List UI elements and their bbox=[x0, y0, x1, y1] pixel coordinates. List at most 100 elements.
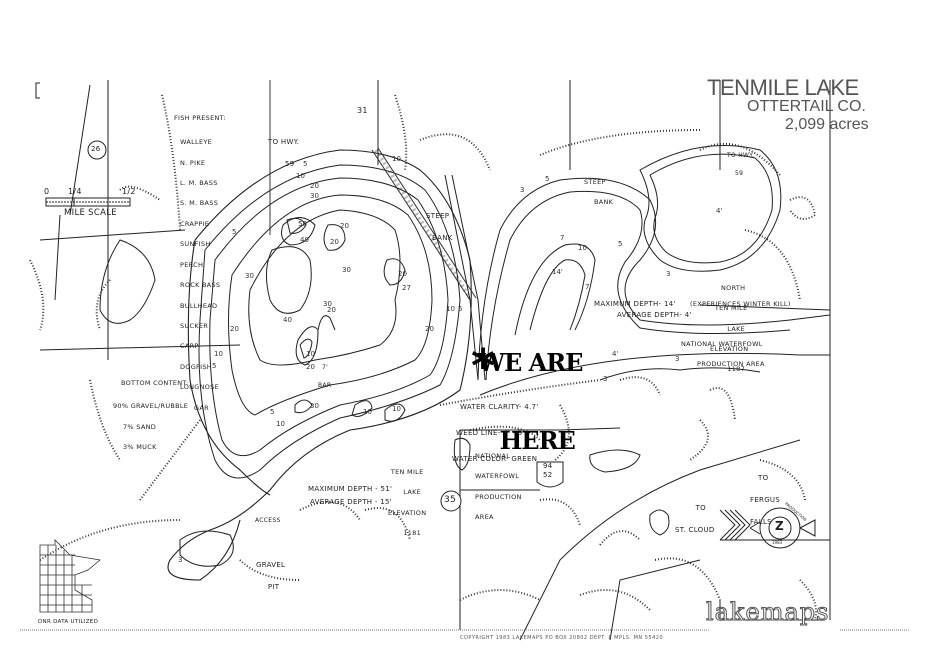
ten-mile-avg-depth: AVERAGE DEPTH - 15' bbox=[310, 498, 392, 506]
dnr-note: DNR DATA UTILIZED bbox=[38, 619, 99, 625]
depth-label: 3 bbox=[520, 186, 525, 194]
fish-species: N. PIKE bbox=[180, 158, 206, 167]
gravel-pit-label: GRAVEL PIT bbox=[256, 560, 286, 591]
depth-label: 4' bbox=[716, 207, 723, 215]
depth-label: 10 bbox=[392, 405, 401, 413]
us-52-label: 52 bbox=[543, 471, 553, 479]
map-title: TENMILE LAKE bbox=[707, 75, 859, 100]
scale-tick-quarter: 1/4 bbox=[68, 187, 82, 196]
minnesota-inset bbox=[39, 539, 101, 613]
depth-label: 20 bbox=[340, 222, 349, 230]
waterfowl-area-north: NATIONAL WATERFOWL PRODUCTION AREA bbox=[681, 339, 765, 369]
depth-label: 3 bbox=[178, 556, 183, 564]
ten-mile-max-depth: MAXIMUM DEPTH - 51' bbox=[308, 485, 393, 493]
to-st-cloud: TO ST. CLOUD bbox=[675, 503, 715, 534]
fish-species: LONGNOSE bbox=[180, 383, 220, 392]
depth-label: 10 bbox=[296, 172, 305, 180]
water-info: WATER CLARITY- 4.7' WEED LINE- 7' - 9' W… bbox=[452, 402, 539, 463]
to-hwy-59-east: TO HWY. 59 bbox=[727, 151, 755, 178]
depth-label: 5 bbox=[545, 175, 550, 183]
depth-label: 10 bbox=[392, 155, 401, 163]
access-label: ACCESS bbox=[255, 517, 281, 524]
fish-species: S. M. BASS bbox=[180, 199, 219, 208]
depth-label: 10 bbox=[306, 350, 315, 358]
depth-label: 30 bbox=[310, 192, 319, 200]
depth-label: 20 bbox=[310, 182, 319, 190]
steep-bank-north: STEEP BANK bbox=[584, 177, 614, 207]
depth-label: 20 bbox=[230, 325, 239, 333]
ten-mile-lake-label: TEN MILE LAKE ELEVATION 1181 bbox=[388, 467, 427, 537]
depth-label: 10 bbox=[214, 350, 223, 358]
depth-label: 10 bbox=[446, 305, 455, 313]
depth-label: 7 bbox=[585, 283, 590, 291]
fish-species: GAR bbox=[194, 403, 209, 412]
depth-label: 20 bbox=[306, 363, 315, 371]
north-lake-label: NORTH TEN MILE LAKE ELEVATION 1187 bbox=[710, 283, 749, 374]
map-acreage: 2,099 acres bbox=[785, 116, 869, 133]
scale-tick-0: 0 bbox=[44, 187, 50, 196]
depth-label: 5 bbox=[458, 305, 463, 313]
logo-badge-center: Z bbox=[775, 519, 784, 533]
fish-species: DOGFISH bbox=[180, 362, 212, 371]
waterfowl-area-south: NATIONAL WATERFOWL PRODUCTION AREA bbox=[475, 451, 522, 521]
depth-label: 30 bbox=[323, 300, 332, 308]
depth-label: 30 bbox=[342, 266, 351, 274]
depth-label: 4' bbox=[612, 350, 619, 358]
depth-label: 3 bbox=[666, 270, 671, 278]
fish-species: PERCH bbox=[180, 260, 204, 269]
depth-label: 20 bbox=[425, 325, 434, 333]
depth-label: 27 bbox=[402, 284, 411, 292]
fish-species: WALLEYE bbox=[180, 138, 213, 147]
fish-species: CARP bbox=[180, 342, 199, 351]
fish-present-list: FISH PRESENT: WALLEYE N. PIKE L. M. BASS… bbox=[174, 101, 226, 425]
depth-label: 14' bbox=[552, 268, 563, 276]
fish-species: ROCK BASS bbox=[180, 281, 221, 290]
we-are-here-callout: WE ARE HERE bbox=[478, 348, 583, 455]
depth-label: 40 bbox=[300, 236, 309, 244]
footer-copyright: COPYRIGHT 1983 LAKEMAPS PO BOX 20802 DEP… bbox=[460, 635, 664, 641]
depth-label: 20 bbox=[330, 238, 339, 246]
depth-label: 5 bbox=[270, 408, 275, 416]
fish-species: SUNFISH bbox=[180, 240, 211, 249]
fish-species: L. M. BASS bbox=[180, 178, 218, 187]
steep-bank-west: STEEP BANK bbox=[426, 211, 453, 242]
to-fergus-falls: TO FERGUS FALLS bbox=[750, 473, 781, 526]
bar-label: 7' BAR bbox=[318, 363, 332, 390]
depth-label: 50 bbox=[298, 220, 307, 228]
map-county: OTTERTAIL CO. bbox=[747, 98, 866, 115]
hwy-35-label: 35 bbox=[444, 495, 457, 505]
depth-label: 30 bbox=[310, 402, 319, 410]
depth-label: 10 bbox=[578, 244, 587, 252]
location-marker-icon: * bbox=[471, 339, 496, 393]
depth-label: 10 bbox=[363, 408, 372, 416]
to-hwy-59-west: TO HWY. 59 bbox=[268, 137, 300, 168]
fish-species: CRAPPIE bbox=[180, 219, 210, 228]
fish-species: SUCKER bbox=[180, 322, 209, 330]
scale-tick-half: 1/2 bbox=[122, 187, 136, 196]
depth-label: 5 bbox=[303, 160, 308, 168]
depth-label: 5 bbox=[232, 228, 237, 236]
depth-label: 20 bbox=[398, 270, 407, 278]
depth-label: 3 bbox=[675, 355, 680, 363]
depth-label: 30 bbox=[245, 272, 254, 280]
hwy-26-label: 26 bbox=[91, 145, 101, 153]
depth-label: 20 bbox=[327, 306, 336, 314]
depth-label: 7 bbox=[560, 234, 565, 242]
us-94-label: 94 bbox=[543, 462, 553, 470]
north-lake-avg-depth: AVERAGE DEPTH- 4' bbox=[617, 311, 692, 319]
depth-label: 10 bbox=[276, 420, 285, 428]
depth-label: 5 bbox=[212, 362, 217, 370]
fish-species: BULLHEAD bbox=[180, 301, 218, 310]
depth-label: 3 bbox=[603, 375, 608, 383]
scale-label: MILE SCALE bbox=[64, 208, 117, 218]
fish-present-heading: FISH PRESENT: bbox=[174, 113, 226, 122]
north-lake-max-depth: MAXIMUM DEPTH- 14' bbox=[594, 300, 676, 308]
north-lake-note: (EXPERIENCES WINTER KILL) bbox=[690, 300, 791, 308]
brand-logo: lakemaps bbox=[705, 598, 830, 626]
depth-label: 40 bbox=[283, 316, 292, 324]
hwy-31-label: 31 bbox=[357, 106, 368, 115]
bottom-content: BOTTOM CONTENT: 90% GRAVEL/RUBBLE 7% SAN… bbox=[113, 378, 189, 451]
logo-badge-year: 1983 bbox=[772, 540, 783, 545]
